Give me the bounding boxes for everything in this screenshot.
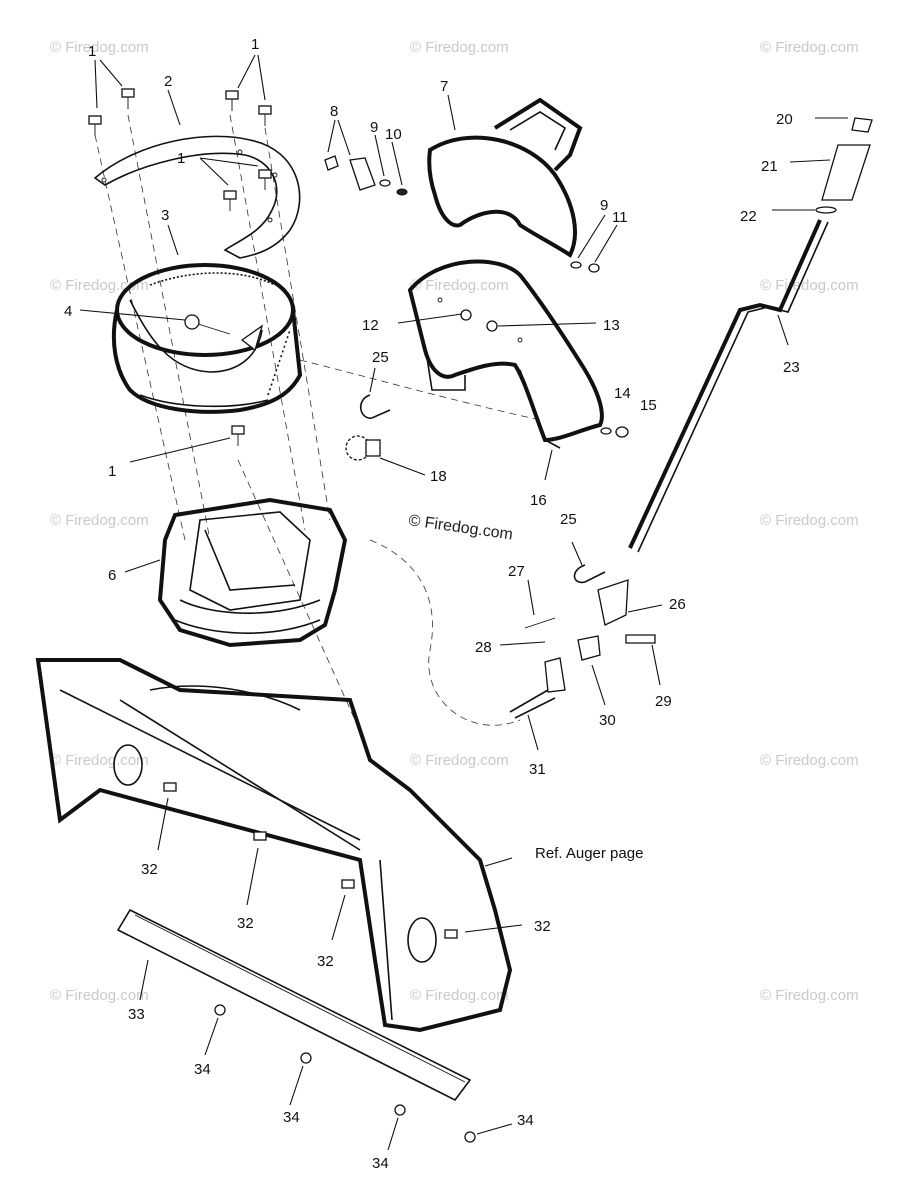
callout-26: 26: [669, 596, 686, 613]
scraper-bar: [116, 908, 472, 1102]
chute-base: [157, 497, 348, 648]
callout-2: 2: [164, 73, 172, 90]
callout-18: 18: [430, 468, 447, 485]
auger-housing: [35, 658, 513, 1033]
callout-32: 32: [534, 918, 551, 935]
watermark: © Firedog.com: [760, 512, 859, 529]
callout-11: 11: [612, 209, 628, 226]
rotator-bolt: [184, 314, 264, 352]
bolt-set: [88, 88, 272, 446]
pinion-gear: [345, 435, 381, 461]
callout-14: 14: [614, 385, 631, 402]
callout-25: 25: [560, 511, 577, 528]
callout-10: 10: [385, 126, 402, 143]
watermark: © Firedog.com: [760, 987, 859, 1004]
watermark: © Firedog.com: [760, 39, 859, 56]
watermark-center: © Firedog.com: [407, 512, 513, 543]
callout-34: 34: [372, 1155, 389, 1172]
callout-9: 9: [600, 197, 608, 214]
chute-crank-rod: [628, 219, 829, 553]
callout-15: 15: [640, 397, 657, 414]
callout-33: 33: [128, 1006, 145, 1023]
callout-1: 1: [88, 43, 96, 60]
callout-32: 32: [317, 953, 334, 970]
callout-34: 34: [517, 1112, 534, 1129]
callout-4: 4: [64, 303, 72, 320]
chute-deflector: [427, 97, 583, 258]
watermark: © Firedog.com: [50, 987, 149, 1004]
watermark: © Firedog.com: [410, 277, 509, 294]
callout-29: 29: [655, 693, 672, 710]
callout-12: 12: [362, 317, 379, 334]
callout-labels: 1 1 1 1 2 3 4 6 7 8 9 9 10 11 12 13 14 1…: [64, 36, 800, 1172]
callout-30: 30: [599, 712, 616, 729]
deflector-hardware: [324, 155, 629, 438]
hair-pin-clip-lower: [573, 564, 606, 584]
callout-34: 34: [194, 1061, 211, 1078]
callout-1: 1: [177, 150, 185, 167]
callout-7: 7: [440, 78, 448, 95]
callout-32: 32: [237, 915, 254, 932]
crank-joint: [509, 579, 656, 719]
callout-31: 31: [529, 761, 546, 778]
callout-21: 21: [761, 158, 778, 175]
crank-handle: [815, 117, 873, 214]
leader-lines: [79, 54, 848, 1151]
reference-note: Ref. Auger page: [535, 845, 643, 862]
callout-32: 32: [141, 861, 158, 878]
hair-pin-clip: [360, 394, 391, 419]
watermark: © Firedog.com: [760, 752, 859, 769]
callout-16: 16: [530, 492, 547, 509]
watermark: © Firedog.com: [410, 987, 509, 1004]
callout-25: 25: [372, 349, 389, 366]
watermark: © Firedog.com: [760, 277, 859, 294]
callout-27: 27: [508, 563, 525, 580]
callout-20: 20: [776, 111, 793, 128]
callout-22: 22: [740, 208, 757, 225]
callout-13: 13: [603, 317, 620, 334]
callout-8: 8: [330, 103, 338, 120]
callout-1: 1: [251, 36, 259, 53]
chute-rotator-ring: [111, 263, 303, 414]
housing-bolts: [163, 782, 458, 939]
callout-9: 9: [370, 119, 378, 136]
chute-ring-bracket: [93, 135, 301, 259]
assembly-lines: [94, 114, 541, 726]
watermark: © Firedog.com: [50, 512, 149, 529]
watermark: © Firedog.com: [50, 752, 149, 769]
callout-3: 3: [161, 207, 169, 224]
callout-6: 6: [108, 567, 116, 584]
callout-34: 34: [283, 1109, 300, 1126]
nuts: [214, 1004, 476, 1143]
callout-1: 1: [108, 463, 116, 480]
watermark: © Firedog.com: [50, 39, 149, 56]
callout-28: 28: [475, 639, 492, 656]
watermark: © Firedog.com: [410, 752, 509, 769]
callout-23: 23: [783, 359, 800, 376]
watermark: © Firedog.com: [410, 39, 509, 56]
upper-chute: [407, 259, 604, 449]
